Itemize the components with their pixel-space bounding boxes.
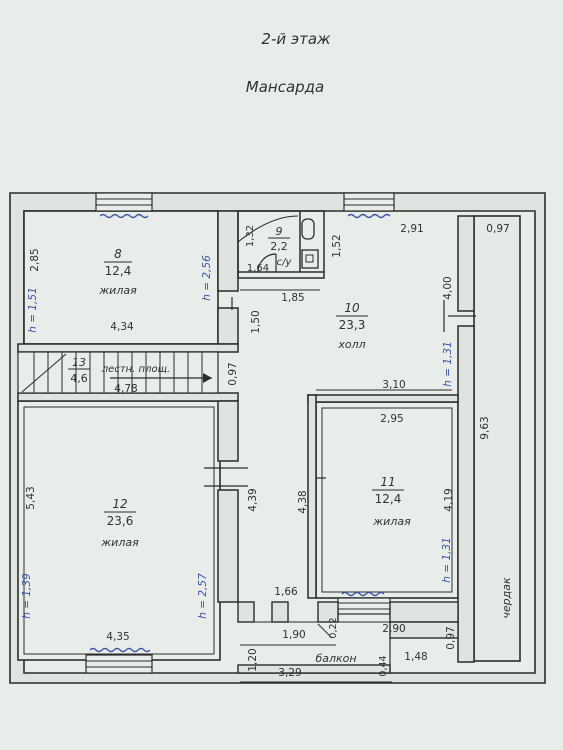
dim-3-10: 3,10 [382, 379, 405, 391]
bathroom-walls [237, 210, 325, 279]
dim-0-97-hall: 0,97 [227, 362, 239, 385]
dim-1-48: 1,48 [404, 651, 427, 663]
balcony-label: балкон [315, 652, 356, 665]
dim-1-20: 1,20 [247, 648, 259, 671]
sink-bowl-icon [305, 254, 314, 263]
room-10-name: холл [337, 338, 365, 351]
dim-1-66: 1,66 [274, 586, 298, 598]
room-10-area: 23,3 [339, 318, 366, 332]
dim-4-78: 4,78 [114, 383, 137, 395]
dim-1-52: 1,52 [331, 234, 343, 257]
dim-2-85: 2,85 [29, 248, 41, 271]
dim-1-50: 1,50 [250, 310, 262, 333]
room-11-outline [315, 401, 459, 599]
room-13-number: 13 [72, 356, 86, 369]
dim-4-00: 4,00 [442, 276, 454, 299]
sink-icon [301, 249, 319, 269]
room-11-area: 12,4 [375, 492, 402, 506]
dim-5-43: 5,43 [25, 486, 37, 509]
partition-walls [17, 210, 475, 663]
toilet-icon [301, 218, 315, 240]
balcony-door-line [317, 623, 333, 639]
dim-4-39: 4,39 [247, 488, 259, 511]
dim-4-35: 4,35 [106, 631, 129, 643]
dim-1-64: 1,64 [247, 263, 269, 274]
room-9-area: 2,2 [270, 240, 288, 253]
dim-0-97-balcony: 0,97 [445, 626, 457, 649]
height-room-12-right: h = 2,57 [197, 573, 209, 619]
room-11-inner-line [321, 407, 453, 593]
hall-stair-arc-icon [237, 215, 299, 243]
dim-1-32: 1,32 [245, 225, 256, 247]
dim-1-85: 1,85 [281, 292, 304, 304]
windows [85, 192, 395, 674]
dim-0-22: 0,22 [328, 617, 339, 638]
dimension-lines [240, 289, 452, 683]
room-10-number: 10 [344, 301, 360, 315]
dim-4-19: 4,19 [443, 488, 455, 511]
height-room-11-right: h = 1,31 [441, 537, 453, 583]
room-12-number: 12 [112, 497, 127, 511]
room-8-area: 12,4 [105, 264, 132, 278]
dim-2-91: 2,91 [400, 223, 423, 235]
dim-3-29: 3,29 [278, 667, 301, 679]
dim-2-95: 2,95 [380, 413, 403, 425]
height-hall-right: h = 1,31 [442, 341, 454, 387]
room-11-name: жилая [372, 515, 411, 528]
dim-4-34: 4,34 [110, 321, 134, 333]
plan-subtitle: Мансарда [246, 78, 324, 96]
stair-arrowhead-icon [203, 373, 212, 383]
height-room-8-left: h = 1,51 [27, 287, 39, 333]
room-8-name: жилая [98, 284, 137, 297]
bathroom-door-swing-icon [257, 253, 277, 273]
window-wave-marks [89, 213, 391, 653]
room-9-name: с/у [277, 257, 293, 268]
height-room-12-left: h = 1,39 [21, 573, 33, 619]
room-9-number: 9 [276, 225, 283, 238]
room-labels: 8 12,4 жилая 9 2,2 с/у 10 23,3 холл 11 1… [68, 225, 513, 665]
room-12-name: жилая [100, 536, 139, 549]
stair-steps [33, 352, 203, 393]
door-marks [204, 297, 476, 487]
dimension-labels: 2,85 4,34 1,32 1,64 1,52 1,85 1,50 2,91 … [25, 223, 510, 679]
room-13-area: 4,6 [70, 372, 88, 385]
room-13-name: лестн. площ. [101, 364, 170, 375]
floor-title: 2-й этаж [261, 30, 331, 48]
stair-diagonal-line [21, 353, 67, 393]
window-glazing-lines [86, 198, 394, 668]
room-11-number: 11 [380, 475, 395, 489]
ceiling-height-labels: h = 1,51 h = 2,56 h = 1,31 h = 1,39 h = … [21, 255, 454, 619]
dim-1-90: 1,90 [282, 629, 305, 641]
room-12-inner-line [23, 406, 215, 655]
room-12-area: 23,6 [107, 514, 134, 528]
dim-9-63: 9,63 [479, 416, 491, 439]
dim-4-38: 4,38 [297, 490, 309, 513]
dim-0-97-attic: 0,97 [486, 223, 509, 235]
dim-0-44: 0,44 [378, 655, 389, 676]
dim-2-90: 2,90 [382, 623, 405, 635]
attic-label: чердак [500, 577, 513, 619]
height-room-8-right: h = 2,56 [201, 255, 213, 301]
room-12-outline [17, 400, 221, 661]
room-8-number: 8 [114, 247, 122, 261]
